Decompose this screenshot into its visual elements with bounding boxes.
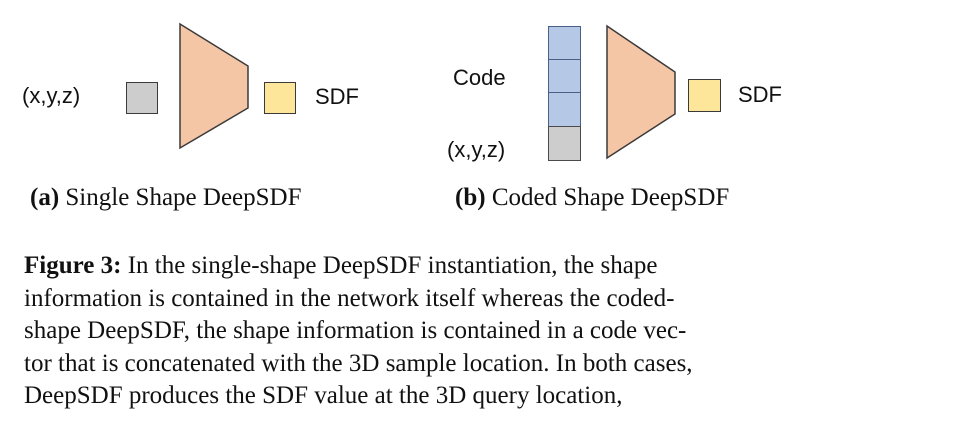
panel-b-output-label: SDF bbox=[738, 82, 782, 107]
caption-line-text: In the single-shape DeepSDF instantiatio… bbox=[127, 252, 658, 279]
panel-b-caption-text: Coded Shape DeepSDF bbox=[491, 184, 730, 211]
figure-label: Figure 3: bbox=[24, 252, 122, 279]
panel-a-output-label: SDF bbox=[315, 84, 359, 109]
panel-b-caption: (b) Coded Shape DeepSDF bbox=[455, 184, 729, 212]
panel-a-input-label: (x,y,z) bbox=[22, 83, 81, 108]
figure-caption-line: information is contained in the network … bbox=[24, 284, 675, 312]
figure-caption-line: tor that is concatenated with the 3D sam… bbox=[24, 349, 693, 377]
figure-caption: Figure 3: In the single-shape DeepSDF in… bbox=[24, 250, 814, 413]
panel-a-input-cell bbox=[126, 82, 158, 114]
panel-a-output-cell bbox=[264, 82, 296, 114]
figure-caption-line: shape DeepSDF, the shape information is … bbox=[24, 317, 687, 344]
panel-a-network-trapezoid bbox=[179, 22, 249, 150]
panel-a-caption: (a) Single Shape DeepSDF bbox=[30, 184, 302, 212]
panel-b-input-label: (x,y,z) bbox=[447, 137, 506, 162]
xyz-cell bbox=[548, 126, 581, 161]
code-cell bbox=[548, 92, 581, 127]
code-cell bbox=[548, 59, 581, 94]
panel-a-caption-letter: (a) bbox=[30, 184, 60, 211]
figure-caption-line: Figure 3: In the single-shape DeepSDF in… bbox=[24, 250, 814, 283]
panel-b-code-label: Code bbox=[453, 65, 506, 90]
figure-caption-line: DeepSDF produces the SDF value at the 3D… bbox=[24, 382, 623, 409]
panel-b-network-trapezoid bbox=[606, 24, 676, 160]
code-cell bbox=[548, 26, 581, 61]
panel-a-caption-text: Single Shape DeepSDF bbox=[65, 184, 302, 211]
panel-b-output-cell bbox=[688, 79, 721, 112]
panel-b-caption-letter: (b) bbox=[455, 184, 486, 211]
